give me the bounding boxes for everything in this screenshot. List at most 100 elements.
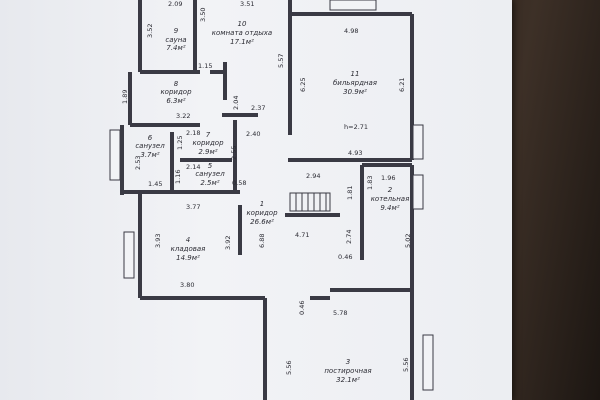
dimension: 3.50 <box>199 8 207 22</box>
staircase <box>289 192 331 212</box>
svg-text:6.3м²: 6.3м² <box>166 97 185 105</box>
svg-text:8: 8 <box>174 80 179 88</box>
dimension: 3.51 <box>240 0 254 8</box>
dimension: 2.14 <box>186 163 200 171</box>
dimension: 3.77 <box>186 203 200 211</box>
dimension: 1.15 <box>198 62 212 70</box>
svg-text:2: 2 <box>388 186 393 194</box>
room-area: 30.9м² <box>343 88 367 96</box>
dimension: 1.89 <box>121 90 129 104</box>
dimension: 6.88 <box>258 234 266 248</box>
dimension: 4.71 <box>295 231 309 239</box>
room-number: 7 <box>206 131 211 139</box>
room-number: 6 <box>148 134 153 142</box>
room-area: 2.9м² <box>198 148 217 156</box>
room-area: 26.6м² <box>250 218 274 226</box>
room-name: коридор <box>160 88 192 96</box>
svg-text:30.9м²: 30.9м² <box>343 88 367 96</box>
room-name: санузел <box>195 170 225 178</box>
dimension: 5.57 <box>277 54 285 68</box>
floor-plan: 9 сауна 7.4м² 10 комната отдыха 17.1м² 1… <box>109 0 434 400</box>
dimension: 2.74 <box>345 230 353 244</box>
walls <box>120 0 414 400</box>
room-area: 7.4м² <box>166 44 185 52</box>
svg-text:9.4м²: 9.4м² <box>380 204 399 212</box>
svg-text:кладовая: кладовая <box>171 245 206 253</box>
room-area: 6.3м² <box>166 97 185 105</box>
room-number: 5 <box>208 162 213 170</box>
svg-text:6: 6 <box>148 134 153 142</box>
dimension: 3.93 <box>154 234 162 248</box>
room-area: 32.1м² <box>336 376 360 384</box>
svg-text:сауна: сауна <box>165 36 186 44</box>
dimension-labels: 2.09 3.51 3.50 3.52 1.15 5.57 4.98 6.25 … <box>121 0 412 375</box>
paper-sheet: 9 сауна 7.4м² 10 комната отдыха 17.1м² 1… <box>0 0 512 400</box>
svg-text:9: 9 <box>174 27 179 35</box>
svg-text:коридор: коридор <box>192 139 224 147</box>
dimension: 2.55 <box>230 146 238 160</box>
dimension: 2.18 <box>186 129 200 137</box>
dimension: 0.46 <box>298 301 306 315</box>
svg-text:5: 5 <box>208 162 213 170</box>
room-area: 9.4м² <box>380 204 399 212</box>
svg-text:4: 4 <box>186 236 190 244</box>
dimension: 2.53 <box>134 156 142 170</box>
svg-text:7: 7 <box>206 131 211 139</box>
svg-text:2.5м²: 2.5м² <box>200 179 219 187</box>
windows <box>109 0 434 391</box>
room-name: сауна <box>165 36 186 44</box>
room-name: кладовая <box>171 245 206 253</box>
dimension: 5.56 <box>285 361 293 375</box>
room-labels: 9 сауна 7.4м² 10 комната отдыха 17.1м² 1… <box>135 20 409 384</box>
dimension: 3.92 <box>224 236 232 250</box>
svg-text:коридор: коридор <box>160 88 192 96</box>
room-name: постирочная <box>324 367 371 375</box>
svg-text:санузел: санузел <box>135 142 165 150</box>
room-area: 2.5м² <box>200 179 219 187</box>
room-number: 2 <box>388 186 393 194</box>
svg-text:котельная: котельная <box>371 195 410 203</box>
room-number: 1 <box>260 200 264 208</box>
room-name: коридор <box>192 139 224 147</box>
dimension: 1.25 <box>176 136 184 150</box>
room-name: санузел <box>135 142 165 150</box>
dimension: 3.52 <box>146 24 154 38</box>
svg-text:санузел: санузел <box>195 170 225 178</box>
room-number: 3 <box>346 358 350 366</box>
svg-text:коридор: коридор <box>246 209 278 217</box>
svg-text:3.7м²: 3.7м² <box>140 151 159 159</box>
dimension: 2.40 <box>246 130 260 138</box>
room-number: 8 <box>174 80 179 88</box>
room-name: котельная <box>371 195 410 203</box>
dimension: 4.98 <box>344 27 358 35</box>
svg-text:14.9м²: 14.9м² <box>176 254 200 262</box>
room-number: 4 <box>186 236 190 244</box>
dimension: 2.04 <box>232 96 240 110</box>
room-number: 11 <box>351 70 360 78</box>
room-area: 3.7м² <box>140 151 159 159</box>
dimension: 0.46 <box>338 253 352 261</box>
dimension: 1.83 <box>366 176 374 190</box>
svg-text:3: 3 <box>346 358 350 366</box>
dimension: 1.96 <box>381 174 395 182</box>
dimension: 1.81 <box>346 186 354 200</box>
svg-text:1: 1 <box>260 200 264 208</box>
dimension: 6.21 <box>398 78 406 92</box>
room-number: 10 <box>238 20 247 28</box>
dimension: 3.22 <box>176 112 190 120</box>
dimension: 2.09 <box>168 0 182 8</box>
svg-text:10: 10 <box>238 20 247 28</box>
dimension: 2.94 <box>306 172 320 180</box>
room-number: 9 <box>174 27 179 35</box>
dimension: 0.58 <box>232 179 246 187</box>
dimension: 5.02 <box>404 234 412 248</box>
room-name: бильярдная <box>333 79 377 87</box>
dimension: 5.78 <box>333 309 347 317</box>
svg-text:постирочная: постирочная <box>324 367 371 375</box>
svg-text:11: 11 <box>351 70 360 78</box>
svg-text:комната отдыха: комната отдыха <box>212 29 272 37</box>
svg-text:бильярдная: бильярдная <box>333 79 377 87</box>
svg-text:2.9м²: 2.9м² <box>198 148 217 156</box>
dimension: 1.16 <box>174 170 182 184</box>
svg-text:32.1м²: 32.1м² <box>336 376 360 384</box>
